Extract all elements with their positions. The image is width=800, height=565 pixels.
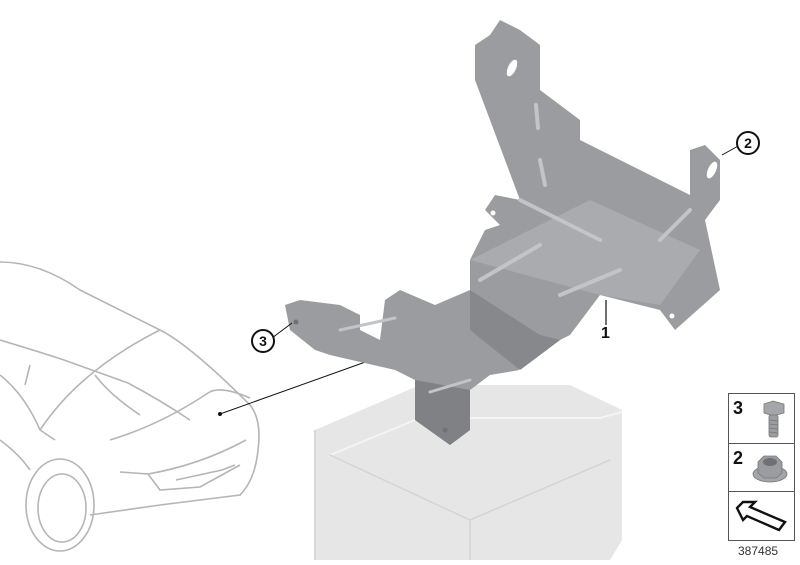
legend-item-nut[interactable]: 2 [729,444,794,492]
legend-number: 3 [733,398,744,418]
callout-2[interactable]: 2 [736,131,760,155]
parts-legend: 3 2 [728,393,795,541]
legend-item-location[interactable] [729,492,794,540]
bracket-part-1 [285,20,720,445]
callout-3[interactable]: 3 [251,329,275,353]
callout-1[interactable]: 1 [601,325,610,342]
legend-item-bolt[interactable]: 3 [729,394,794,444]
vehicle-outline [0,261,260,552]
control-module-box [314,385,623,560]
location-arrow-icon [735,500,787,532]
legend-number: 2 [733,448,744,468]
image-id: 387485 [738,544,779,558]
hex-bolt-icon [763,400,785,438]
leader-line-vehicle [219,354,386,415]
hex-flange-nut-icon [752,455,788,483]
